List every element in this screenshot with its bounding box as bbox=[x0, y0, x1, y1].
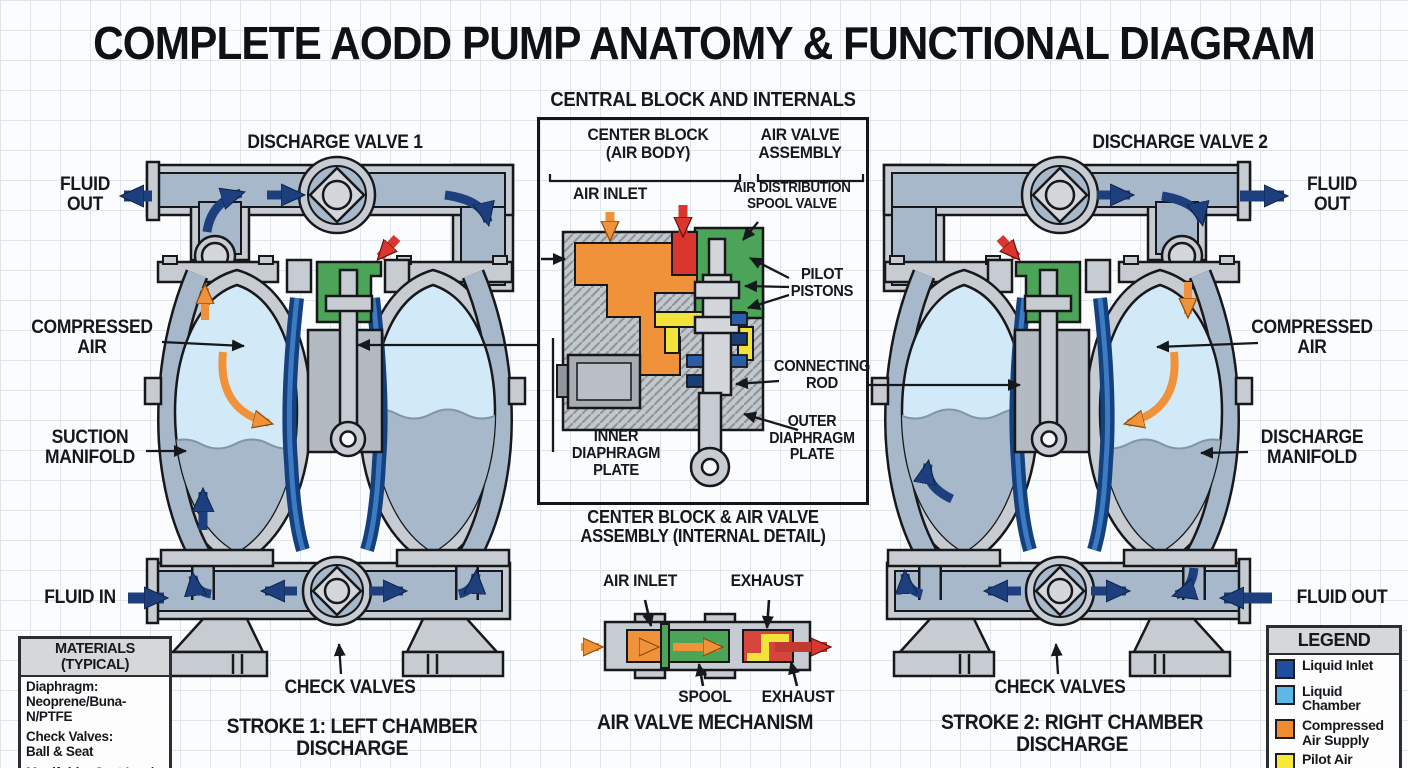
label-fluid-in: FLUID IN bbox=[44, 587, 116, 608]
label-pilot-pistons: PILOT PISTONS bbox=[790, 266, 854, 301]
label-discharge-manifold: DISCHARGE MANIFOLD bbox=[1260, 427, 1364, 469]
materials-items: Diaphragm: Neoprene/Buna-N/PTFE Check Val… bbox=[21, 677, 169, 768]
materials-item: Manifolds: Cast Iron/ Stainless/Polyprop… bbox=[21, 763, 169, 768]
right-pump-illustration bbox=[872, 162, 1252, 682]
exhaust-red-arrow bbox=[996, 234, 1017, 257]
pilot-air-line bbox=[747, 634, 789, 661]
materials-item: Diaphragm: Neoprene/Buna-N/PTFE bbox=[26, 679, 127, 725]
right-pump-body bbox=[872, 157, 1252, 676]
right-pump-flow-arrows bbox=[905, 195, 1202, 595]
muffler-core bbox=[576, 362, 632, 401]
legend-swatch bbox=[1275, 658, 1295, 679]
label-mech-exhaust-top: EXHAUST bbox=[730, 571, 804, 590]
connecting-rod bbox=[697, 391, 723, 457]
spool-land bbox=[660, 623, 670, 669]
label-compressed-air-right: COMPRESSED AIR bbox=[1251, 317, 1373, 359]
label-fluid-out-right-top: FLUID OUT bbox=[1306, 174, 1358, 216]
legend-label: Compressed Air Supply bbox=[1302, 716, 1384, 748]
legend-swatch bbox=[1275, 753, 1295, 768]
label-fluid-out-right-bottom: FLUID OUT bbox=[1296, 587, 1388, 608]
label-air-valve-assembly: AIR VALVE ASSEMBLY bbox=[758, 125, 842, 163]
compressed-air-curve-arrow bbox=[1128, 351, 1179, 423]
materials-item: Check Valves: Ball & Seat bbox=[26, 729, 113, 760]
label-mech-exhaust-bottom: EXHAUST bbox=[761, 687, 835, 706]
stroke2-caption: STROKE 2: RIGHT CHAMBER DISCHARGE bbox=[940, 711, 1204, 757]
label-mech-spool: SPOOL bbox=[678, 687, 732, 706]
label-check-valves-left: CHECK VALVES bbox=[284, 677, 416, 698]
legend-item: Liquid Inlet bbox=[1269, 655, 1399, 681]
label-air-distribution-spool-valve: AIR DISTRIBUTION SPOOL VALVE bbox=[733, 180, 851, 212]
legend-item: Liquid Chamber bbox=[1269, 681, 1399, 715]
central-panel-caption: CENTER BLOCK & AIR VALVE ASSEMBLY (INTER… bbox=[580, 507, 826, 547]
left-pump-flow-arrows bbox=[193, 193, 488, 594]
legend-swatch bbox=[1275, 718, 1295, 739]
air-valve-mechanism-illustration bbox=[581, 612, 875, 680]
label-connecting-rod: CONNECTING ROD bbox=[773, 358, 871, 393]
label-fluid-out-left: FLUID OUT bbox=[59, 174, 111, 216]
legend-item: Compressed Air Supply bbox=[1269, 715, 1399, 749]
air-valve-bracket bbox=[756, 174, 865, 183]
left-pump-illustration bbox=[145, 162, 525, 682]
materials-box: MATERIALS (TYPICAL) Diaphragm: Neoprene/… bbox=[18, 636, 172, 768]
pilot-piston bbox=[730, 354, 748, 368]
pilot-piston bbox=[730, 312, 748, 326]
center-block-bracket bbox=[548, 174, 742, 183]
materials-title: MATERIALS (TYPICAL) bbox=[21, 639, 169, 677]
legend-swatch bbox=[1275, 684, 1295, 705]
label-outer-diaphragm-plate: OUTER DIAPHRAGM PLATE bbox=[769, 413, 855, 464]
central-panel-heading: CENTRAL BLOCK AND INTERNALS bbox=[550, 89, 856, 111]
central-block-panel bbox=[537, 117, 869, 505]
legend-label: Pilot Air bbox=[1302, 751, 1353, 768]
label-discharge-valve-2: DISCHARGE VALVE 2 bbox=[1092, 132, 1268, 153]
mechanism-caption: AIR VALVE MECHANISM bbox=[597, 711, 813, 734]
left-pump-body bbox=[145, 157, 525, 676]
legend-label: Liquid Inlet bbox=[1302, 656, 1374, 673]
label-center-block: CENTER BLOCK (AIR BODY) bbox=[587, 125, 709, 163]
pilot-air-passage bbox=[664, 326, 680, 354]
stroke1-caption: STROKE 1: LEFT CHAMBER DISCHARGE bbox=[226, 715, 478, 761]
pilot-piston bbox=[730, 332, 748, 346]
legend-label: Liquid Chamber bbox=[1302, 682, 1361, 714]
spool-disc bbox=[693, 280, 741, 300]
page-title: COMPLETE AODD PUMP ANATOMY & FUNCTIONAL … bbox=[93, 17, 1316, 69]
label-mech-air-inlet: AIR INLET bbox=[602, 571, 677, 590]
exhaust-red-arrow bbox=[380, 234, 401, 257]
central-block-illustration bbox=[541, 174, 865, 488]
legend-item: Pilot Air bbox=[1269, 750, 1399, 768]
label-suction-manifold: SUCTION MANIFOLD bbox=[44, 427, 136, 469]
spool-stem bbox=[707, 237, 727, 279]
legend-title: LEGEND bbox=[1269, 628, 1399, 655]
label-check-valves-right: CHECK VALVES bbox=[994, 677, 1126, 698]
label-discharge-valve-1: DISCHARGE VALVE 1 bbox=[247, 132, 423, 153]
pilot-piston bbox=[686, 354, 704, 368]
label-inner-diaphragm-plate: INNER DIAPHRAGM PLATE bbox=[571, 428, 661, 480]
compressed-air-curve-arrow bbox=[218, 351, 269, 423]
rod-eye-hole bbox=[700, 457, 720, 477]
label-compressed-air-left: COMPRESSED AIR bbox=[31, 317, 153, 359]
pilot-piston bbox=[686, 374, 704, 388]
label-air-inlet: AIR INLET bbox=[572, 184, 647, 203]
